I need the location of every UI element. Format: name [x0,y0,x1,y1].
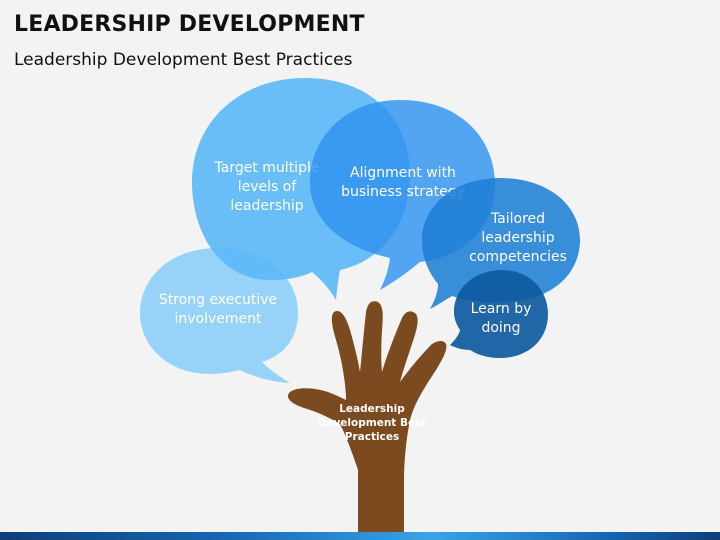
bubble-strong-executive-line-1: Strong executive [159,292,277,308]
hand-illustration: Leadership Development Best Practices [287,301,447,532]
bubble-learn-by-doing-shape [450,270,548,358]
page-title: LEADERSHIP DEVELOPMENT [14,12,365,37]
bubble-alignment-line-1: Alignment with [350,165,456,181]
page-subtitle: Leadership Development Best Practices [14,50,353,70]
bubble-learn-by-doing-line-1: Learn by [471,301,532,317]
hand-label-line-1: Leadership [339,403,405,415]
bubble-learn-by-doing-line-2: doing [481,320,520,336]
hand-label-line-2: Development Best [318,417,427,429]
hand-label-line-3: Practices [345,431,399,443]
bubble-target-multiple-line-1: Target multiple [214,160,320,176]
bubble-alignment-line-2: business strategy [341,184,465,200]
bubble-target-multiple-line-3: leadership [230,198,303,214]
bubble-tailored-line-2: leadership [481,230,554,246]
bubble-tailored: Tailored leadership competencies [422,178,580,309]
bubble-tailored-shape [422,178,580,309]
bubble-target-multiple-line-2: levels of [238,179,298,195]
bubble-tailored-line-1: Tailored [490,211,545,227]
bottom-accent-bar [0,532,720,540]
hand-shape [287,301,447,532]
bubble-learn-by-doing: Learn by doing [450,270,548,358]
bubble-tailored-line-3: competencies [469,249,567,265]
bubble-strong-executive-line-2: involvement [174,311,262,327]
bubble-strong-executive: Strong executive involvement [140,248,298,383]
bubble-strong-executive-shape [140,248,298,383]
